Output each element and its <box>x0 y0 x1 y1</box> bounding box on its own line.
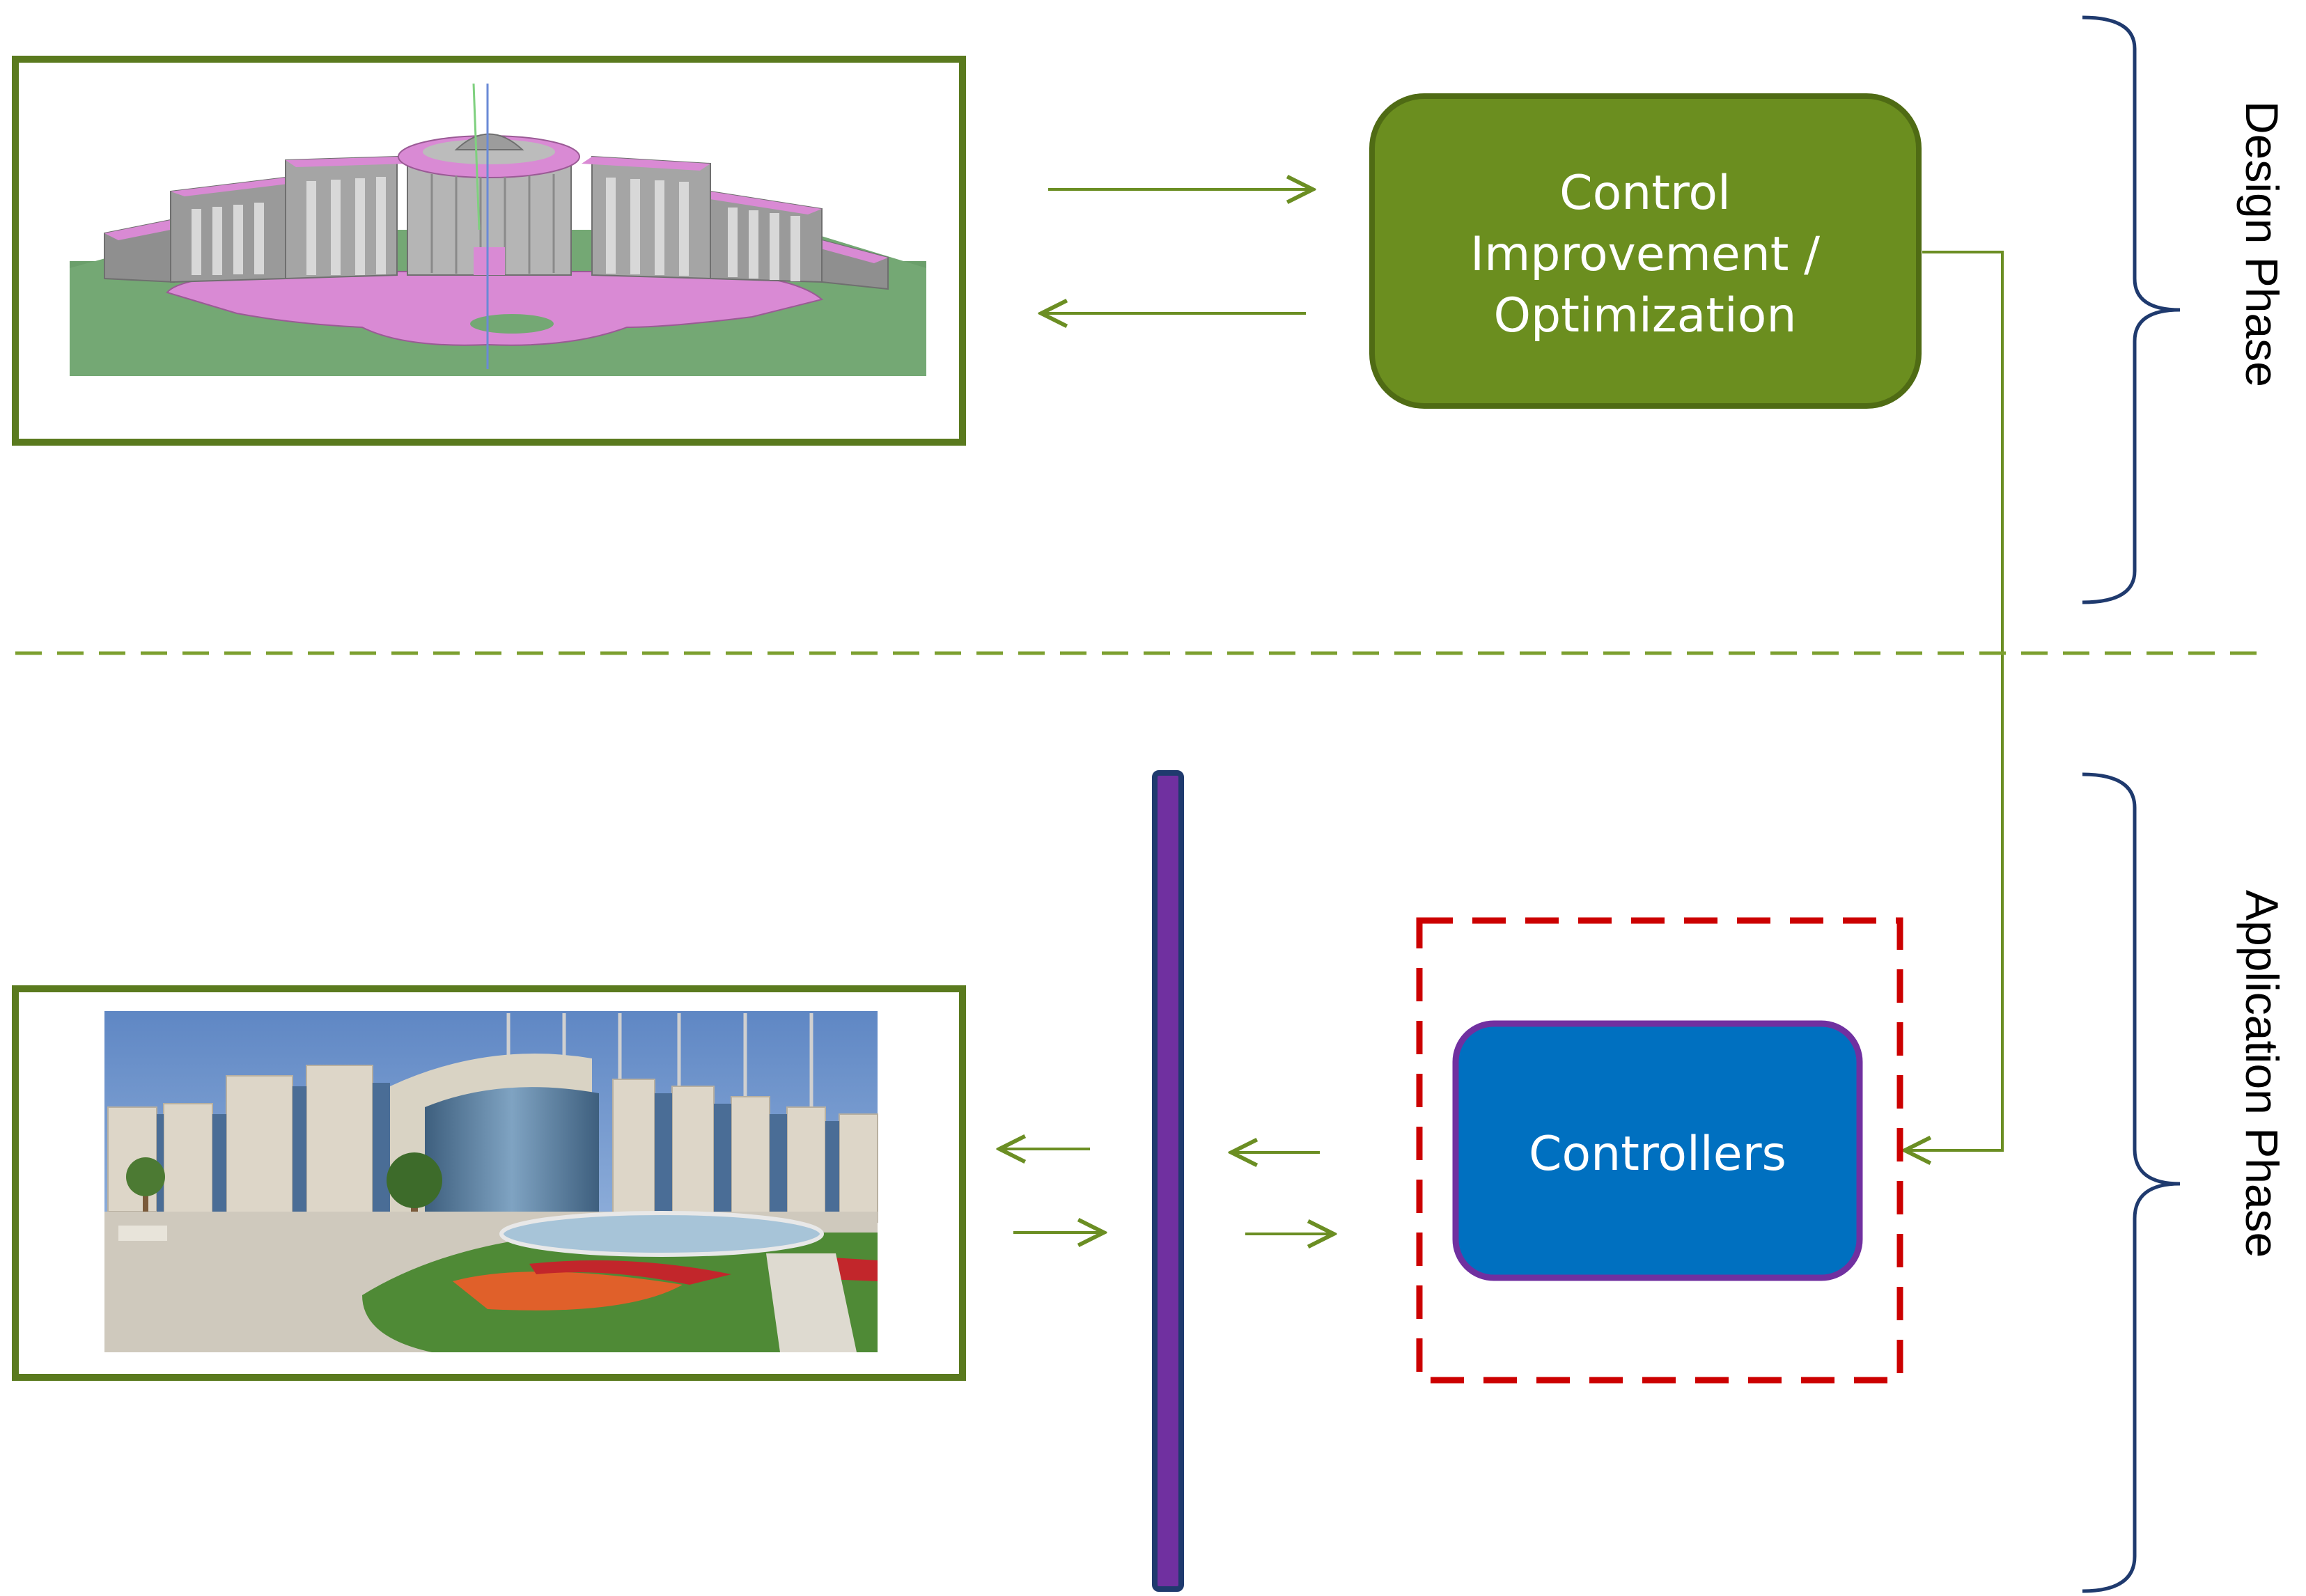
controllers-dashed-box <box>1416 917 1903 1384</box>
interface-bar <box>1152 770 1184 1592</box>
application-phase-label: Application Phase <box>2236 890 2288 1258</box>
design-phase-brace <box>2082 15 2181 604</box>
design-phase-label: Design Phase <box>2236 101 2288 387</box>
control-label-line-1: Control <box>1559 166 1731 221</box>
building-photo-image <box>104 1011 878 1352</box>
3d-building-model-image <box>70 83 926 376</box>
application-phase-brace <box>2082 772 2181 1593</box>
control-label-line-3: Optimization <box>1494 288 1797 343</box>
control-optimization-node: Control Improvement / Optimization <box>1369 93 1922 409</box>
controllers-label: Controllers <box>1529 1127 1786 1182</box>
connector-control-to-controllers <box>1905 251 2004 1150</box>
control-label-line-2: Improvement / <box>1470 227 1820 282</box>
controllers-node: Controllers <box>1452 1020 1863 1281</box>
